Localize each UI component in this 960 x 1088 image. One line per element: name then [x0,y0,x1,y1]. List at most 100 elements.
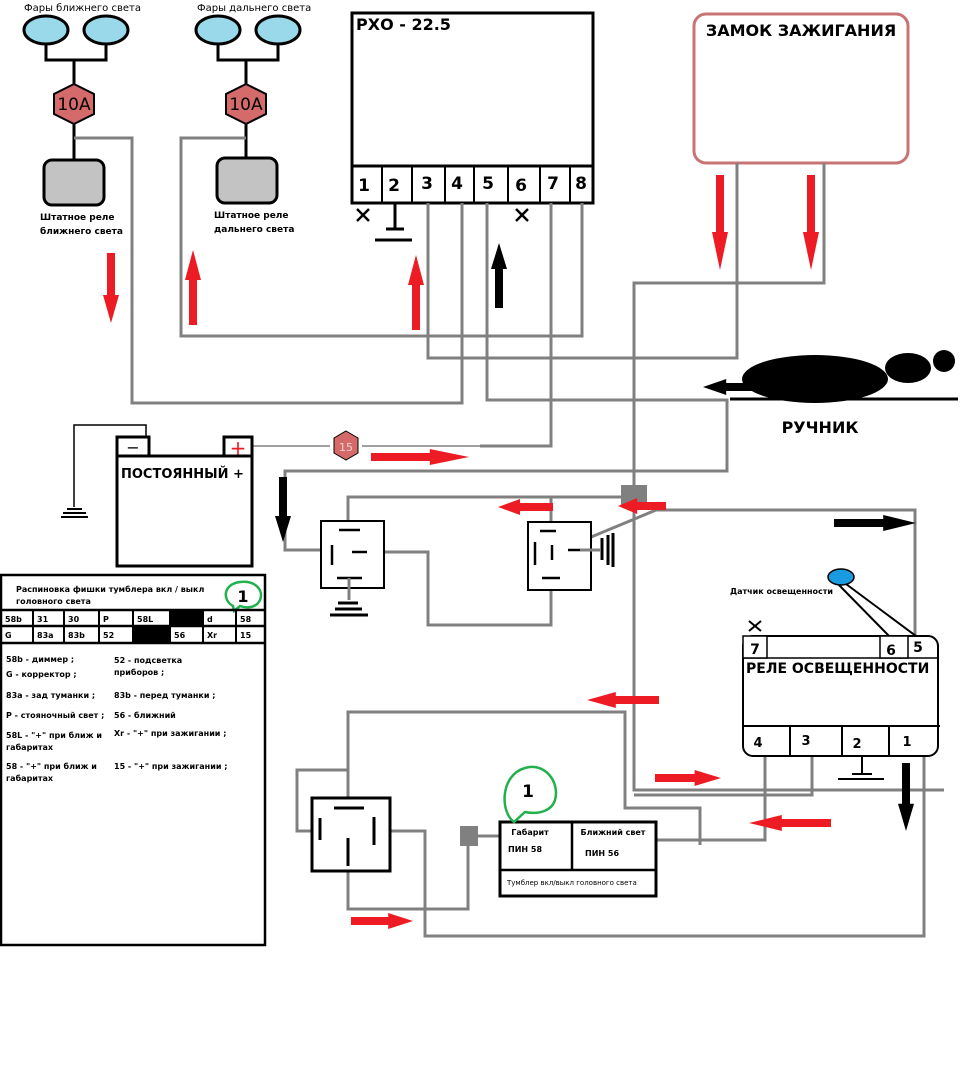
pinout-cell: 58L [137,615,153,624]
high-beam-lamp-left-icon [194,14,242,46]
pinout-legend-left-item: 58L - "+" при ближ и [6,730,102,740]
rho-pin6-nc-icon [515,208,529,222]
rho-module: РХО - 22.5 1 2 3 4 5 6 7 8 [350,11,595,242]
current-arrows [103,175,916,929]
arrow-rho5-up-icon [491,243,507,308]
light-relay-pin-6: 6 [886,643,896,659]
pinout-title-1: Распиновка фишки тумблера вкл / выкл [16,584,204,594]
rho-ground-icon [375,203,412,242]
low-beam-lamp-left-icon [22,14,70,46]
arrow-ignition-1-down-icon [712,175,728,270]
pinout-legend-left-item: 58b - диммер ; [6,655,74,664]
rho-pin-4: 4 [451,174,463,194]
low-beam-relay [42,158,106,207]
pinout-cell: 31 [37,615,49,624]
arrow-relay2-right-icon [834,515,916,531]
pinout-legend-left-item: габаритах [6,742,54,752]
arrow-ignition-2-down-icon [803,175,819,270]
arrow-relay-top-left-1-icon [498,499,553,515]
switch-footer: Тумблер вкл/выкл головного света [506,879,637,887]
rho-pin-6: 6 [515,176,527,196]
ignition-lock: ЗАМОК ЗАЖИГАНИЯ [692,12,910,165]
battery-plus-terminal: + [230,436,247,460]
high-beam-group: Фары дальнего света 10A Штатное реле дал… [194,3,311,235]
pinout-legend-left-item: 83a - зад туманки ; [6,691,95,700]
arrow-switch-left-icon [749,815,831,831]
switch-left-pin: ПИН 58 [508,845,542,854]
pinout-table: Распиновка фишки тумблера вкл / выкл гол… [0,573,267,947]
pinout-cell-blank [170,610,203,626]
rho-pin1-nc-icon [356,208,370,222]
pinout-legend-right-item: 83b - перед туманки ; [114,691,215,700]
pinout-legend-left-item: габаритах [6,773,54,783]
pinout-cell: 15 [240,631,252,640]
relay-1 [320,520,385,617]
handbrake: РУЧНИК [730,350,958,437]
pinout-cell: 83b [68,631,85,640]
pinout-cell: G [5,631,12,640]
pinout-legend-right-item: Xr - "+" при зажигании ; [114,729,226,738]
relay-3 [310,796,392,873]
rho-pin-2: 2 [388,176,400,196]
high-beam-fuse-label: 10A [229,95,263,115]
arrow-high-beam-up-icon [185,250,201,325]
pinout-callout-number: 1 [237,587,248,606]
pinout-cell: 83a [37,631,54,640]
light-relay-pin-5: 5 [913,640,923,656]
light-relay: 7 6 5 РЕЛЕ ОСВЕЩЕННОСТИ 4 3 2 1 Датчик о… [730,568,940,780]
switch-right-pin: ПИН 56 [585,849,619,858]
battery-minus-terminal: − [126,438,139,457]
light-relay-pin-2: 2 [852,737,861,752]
pinout-legend-left-item: 58 - "+" при ближ и [6,761,97,771]
low-beam-relay-label-1: Штатное реле [40,213,115,223]
arrow-relay1-down-icon [275,477,291,542]
ignition-lock-title: ЗАМОК ЗАЖИГАНИЯ [706,21,896,40]
battery: − + ПОСТОЯННЫЙ + 15 [61,424,359,568]
arrow-relay-top-left-2-icon [618,498,666,514]
headlight-switch: Габарит ПИН 58 Ближний свет ПИН 56 Тумбл… [498,765,658,898]
relay-2 [527,521,615,591]
low-beam-title: Фары ближнего света [24,3,141,14]
junction-block-bottom-icon [460,826,478,846]
pinout-callout-icon [224,580,263,614]
battery-label: ПОСТОЯННЫЙ + [121,466,244,482]
rho-pin-7: 7 [547,174,559,194]
rho-pin-3: 3 [421,174,433,194]
rho-module-title: РХО - 22.5 [356,15,451,34]
arrow-battery-right-icon [371,449,469,465]
relay-1-ground-icon [330,601,368,617]
pinout-title-2: головного света [16,597,91,606]
high-beam-title: Фары дальнего света [197,3,311,14]
low-beam-lamp-right-icon [82,14,130,46]
rho-pin-1: 1 [358,176,370,196]
switch-callout-number: 1 [522,782,534,802]
light-sensor-icon [827,568,855,586]
battery-ground-icon [61,508,88,518]
high-beam-relay-label-2: дальнего света [214,225,294,235]
light-relay-pin7-nc-icon [748,620,762,632]
pinout-cell: Xr [207,631,217,640]
battery-fuse-icon [333,430,359,461]
pinout-legend-right-item: 52 - подсветка [114,656,182,665]
high-beam-lamp-right-icon [254,14,302,46]
arrow-light-relay-right-icon [655,770,721,786]
switch-right-title: Ближний свет [581,828,646,837]
pinout-cell: 52 [103,631,114,640]
low-beam-relay-label-2: ближнего света [40,226,123,237]
handbrake-icon [742,355,888,403]
handbrake-label: РУЧНИК [782,418,859,437]
low-beam-group: Фары ближнего света 10A Штатное реле бли… [22,3,141,237]
light-relay-title: РЕЛЕ ОСВЕЩЕННОСТИ [746,661,929,677]
light-relay-pin-7: 7 [750,642,760,658]
pinout-legend-left-item: P - стояночный свет ; [6,711,104,720]
switch-callout-icon [503,765,558,824]
light-relay-pin-4: 4 [753,736,762,751]
pinout-legend-right-item: приборов ; [114,667,164,677]
light-relay-ground-icon [838,756,884,780]
pinout-cell: 30 [68,615,80,624]
pinout-cell: 58b [5,615,22,624]
high-beam-relay-label-1: Штатное реле [214,211,289,221]
pinout-cell: d [207,615,213,624]
pinout-cell: 58 [240,615,252,624]
